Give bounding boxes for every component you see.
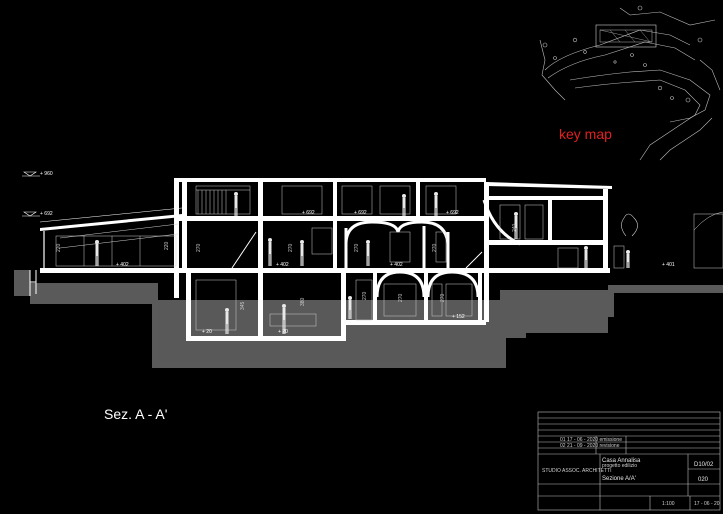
elevation-label: + 401 (662, 262, 675, 268)
project-name: Casa Annalisa (602, 458, 641, 464)
elevation-label: + 402 (276, 262, 289, 268)
project-subtitle: progetto edilizio (602, 463, 637, 469)
height-label: 270 (362, 291, 368, 300)
scale: 1:100 (662, 501, 675, 507)
revision-row: 02 21 - 09 - 2020 revisione (560, 443, 620, 449)
elevation-label: + 402 (390, 262, 403, 268)
height-dimensions: 220 220 270 270 270 270 345 380 270 270 … (56, 223, 518, 310)
height-label: 220 (164, 241, 170, 250)
height-label: 270 (288, 243, 294, 252)
ground-fill-lower (158, 300, 500, 362)
elevation-label: + 20 (278, 329, 288, 335)
height-label: 270 (398, 293, 404, 302)
height-label: 270 (440, 293, 446, 302)
height-label: 270 (354, 243, 360, 252)
building-section (29, 178, 723, 341)
elevation-markers: + 960 + 692 + 692 + 692 + 692 + 402 + 40… (22, 171, 675, 335)
elevation-label: + 692 (302, 210, 315, 216)
title-block-text: 01 17 - 06 - 2020 emissione 02 21 - 09 -… (542, 437, 720, 507)
elevation-label: + 692 (446, 210, 459, 216)
elevation-label: + 402 (116, 262, 129, 268)
revision-row: 01 17 - 06 - 2020 emissione (560, 437, 622, 443)
drawing-number: D10/02 (694, 462, 714, 468)
height-label: 270 (432, 243, 438, 252)
sheet-number: 020 (698, 477, 709, 483)
title-block (537, 411, 721, 511)
height-label: 240 (512, 223, 518, 232)
firm-name: STUDIO ASSOC. ARCHITETTI (542, 468, 611, 474)
height-label: 270 (196, 243, 202, 252)
sheet-title: Sezione A/A' (602, 476, 636, 482)
height-label: 220 (56, 243, 62, 252)
elevation-label: + 20 (202, 329, 212, 335)
elevation-label: + 692 (40, 211, 53, 217)
section-title: Sez. A - A' (104, 406, 168, 422)
keymap-title: key map (559, 126, 612, 142)
height-label: 380 (300, 297, 306, 306)
elevation-label: + 960 (40, 171, 53, 177)
elevation-label: + 692 (354, 210, 367, 216)
height-label: 345 (240, 301, 246, 310)
keymap-plan (539, 5, 721, 161)
elevation-label: + 152 (452, 314, 465, 320)
date: 17 - 06 - 20 (694, 501, 720, 507)
